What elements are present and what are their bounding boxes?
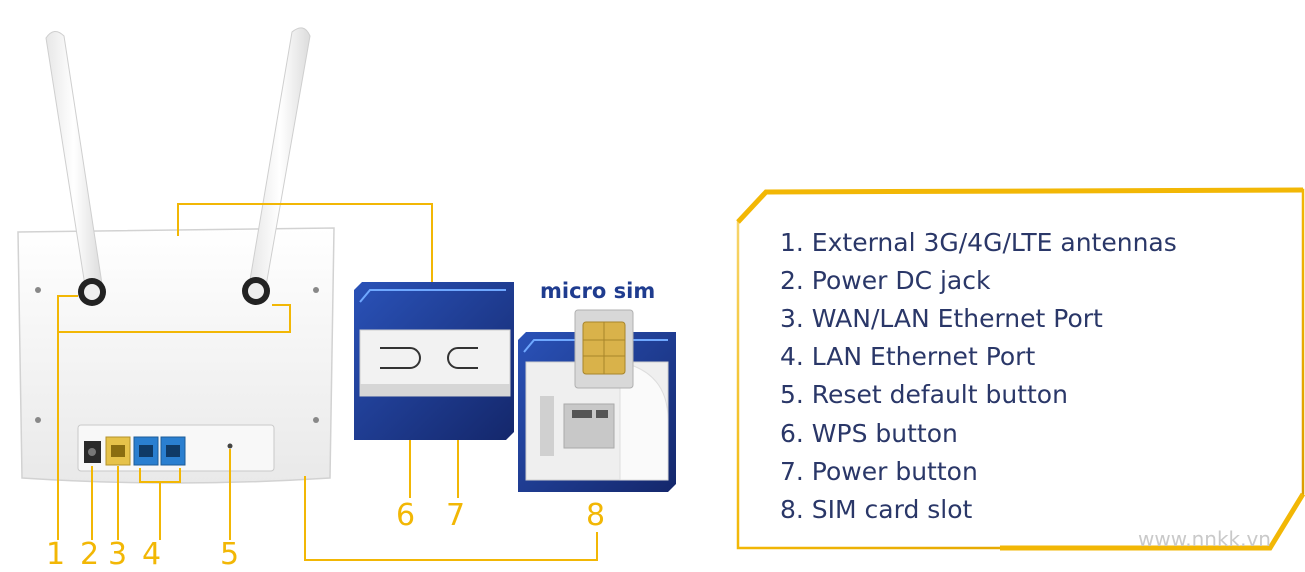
legend-item-antennas: 1. External 3G/4G/LTE antennas bbox=[780, 228, 1177, 257]
lan-port-1 bbox=[133, 436, 159, 466]
antenna-left bbox=[45, 31, 106, 306]
legend-item-lan-port: 4. LAN Ethernet Port bbox=[780, 342, 1036, 371]
callout-number-5: 5 bbox=[220, 537, 240, 572]
legend-frame bbox=[736, 187, 1305, 551]
sim-panel bbox=[518, 332, 676, 492]
watermark: www.nnkk.vn bbox=[1138, 527, 1271, 551]
callout-number-4: 4 bbox=[142, 537, 162, 572]
callout-lines bbox=[57, 203, 598, 561]
legend-item-reset-button: 5. Reset default button bbox=[780, 380, 1068, 409]
callout-number-6: 6 bbox=[396, 498, 416, 533]
legend-item-wps-button: 6. WPS button bbox=[780, 419, 958, 448]
callout-number-7: 7 bbox=[446, 498, 466, 533]
wan-lan-port bbox=[105, 436, 131, 466]
legend-item-wan-lan-port: 3. WAN/LAN Ethernet Port bbox=[780, 304, 1103, 333]
button-panel bbox=[354, 282, 514, 440]
legend-item-power-jack: 2. Power DC jack bbox=[780, 266, 991, 295]
micro-sim-card-icon bbox=[574, 309, 634, 389]
legend-item-sim-slot: 8. SIM card slot bbox=[780, 495, 973, 524]
callout-number-3: 3 bbox=[108, 537, 128, 572]
legend-item-power-button: 7. Power button bbox=[780, 457, 978, 486]
reset-hole bbox=[227, 443, 233, 449]
power-dc-jack bbox=[84, 441, 101, 463]
lan-port-2 bbox=[160, 436, 186, 466]
callout-number-2: 2 bbox=[80, 537, 100, 572]
antenna-right bbox=[242, 27, 311, 305]
callout-number-8: 8 bbox=[586, 498, 606, 533]
micro-sim-label: micro sim bbox=[540, 279, 656, 303]
callout-number-1: 1 bbox=[46, 537, 66, 572]
